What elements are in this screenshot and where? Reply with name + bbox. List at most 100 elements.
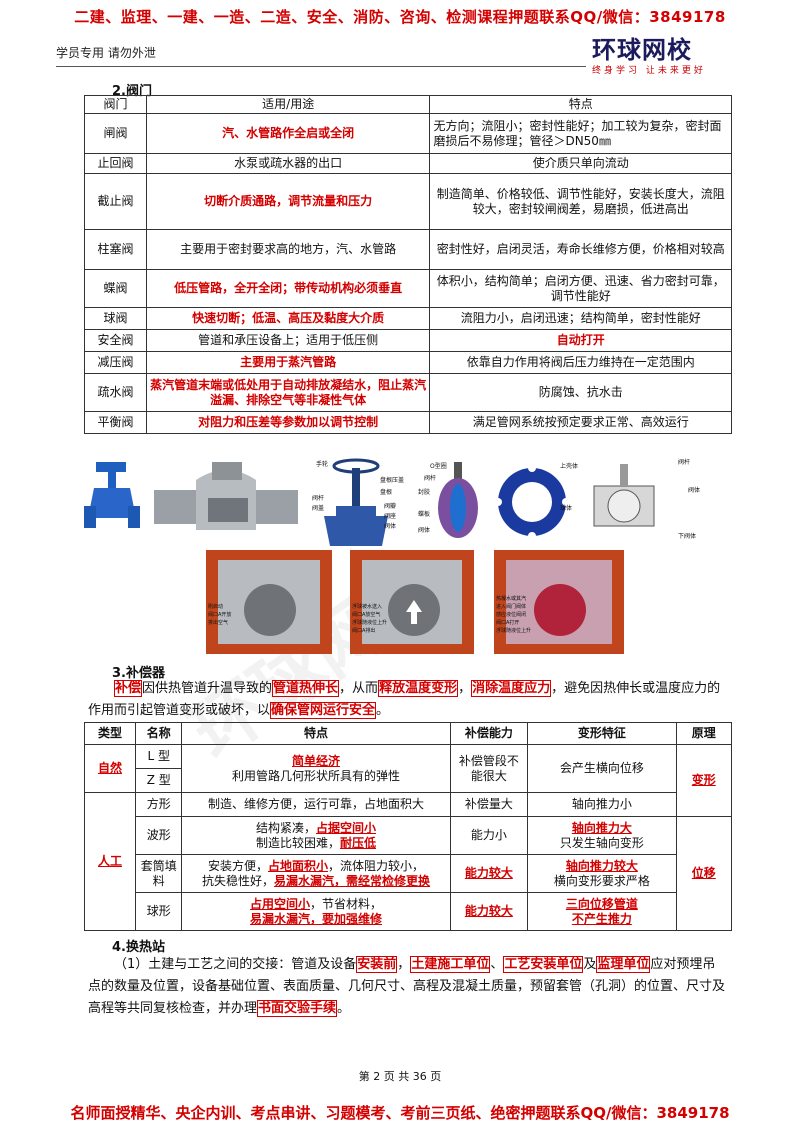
valve-name: 截止阀 bbox=[84, 173, 147, 230]
comp-name: 球形 bbox=[134, 892, 183, 931]
natural-deform: 会产生横向位移 bbox=[527, 744, 677, 793]
butterfly-label: 封胶 bbox=[418, 488, 430, 496]
valve-feature: 满足管网系统按预定要求正常、高效运行 bbox=[429, 411, 732, 434]
valve-name: 闸阀 bbox=[84, 113, 147, 154]
s4-term: 安装前 bbox=[356, 956, 398, 973]
ball-f1r: 占用空间小 bbox=[250, 896, 311, 911]
comp-name: L 型 bbox=[134, 744, 183, 769]
trap1-label: 刚启动 bbox=[208, 603, 223, 610]
sleeve-deform: 轴向推力较大横向变形要求严格 bbox=[527, 854, 677, 893]
sub-header: 学员专用 请勿外泄 bbox=[56, 46, 156, 60]
para-term: 确保管网运行安全 bbox=[270, 702, 377, 719]
valve-name: 平衡阀 bbox=[84, 411, 147, 434]
wave-deform: 轴向推力大只发生轴向变形 bbox=[527, 816, 677, 855]
wave-d2: 只发生轴向变形 bbox=[559, 835, 644, 850]
ball-valve-ring-image bbox=[494, 464, 570, 540]
trap2-label: 阀口A放空气 bbox=[352, 611, 380, 618]
check-valve-image bbox=[154, 462, 298, 530]
principle-move: 位移 bbox=[675, 816, 733, 931]
para-text: 。 bbox=[376, 703, 390, 718]
globe-valve-image: 手轮 盘根压盖 盘根 阀杆 阀盖 阀瓣 阀座 阀体 bbox=[312, 458, 404, 546]
para-term: 管道热伸长 bbox=[272, 680, 340, 697]
sleeve-d1: 轴向推力较大 bbox=[565, 858, 638, 873]
ball-f1: ，节省材料， bbox=[310, 896, 383, 911]
s4-term: 土建施工单位 bbox=[410, 956, 491, 973]
square-deform: 轴向推力小 bbox=[527, 792, 677, 817]
butterfly-label: 阀体 bbox=[418, 526, 430, 534]
wave-feature: 结构紧凑，占据空间小制造比较困难，耐压低 bbox=[181, 816, 451, 855]
s4-term: 书面交验手续 bbox=[257, 1000, 338, 1017]
sleeve-f1r: 占地面积小 bbox=[268, 858, 329, 873]
ball-label: 上壳体 bbox=[560, 462, 578, 470]
ball-deform: 三向位移管道不产生推力 bbox=[527, 892, 677, 931]
natural-feature: 简单经济利用管路几何形状所具有的弹性 bbox=[181, 744, 451, 793]
para-text: ，避免因热伸长或温度应力的作用而引起管道变形或破坏，以 bbox=[88, 681, 721, 718]
para-text: ， bbox=[458, 681, 472, 696]
trap1-label: 排出空气 bbox=[208, 619, 228, 626]
valve-feature: 自动打开 bbox=[429, 329, 732, 352]
natural-capacity: 补偿管段不能很大 bbox=[449, 744, 529, 793]
s4-term: 工艺安装单位 bbox=[503, 956, 584, 973]
para-term: 释放温度变形 bbox=[378, 680, 459, 697]
steam-trap-image-3: 热凝水或其汽 进入阀门阀体 感应液位阀闭 阀口A打开 浮球随液位上升 bbox=[494, 550, 624, 654]
type-natural: 自然 bbox=[84, 744, 136, 793]
valve-name: 安全阀 bbox=[84, 329, 147, 352]
butterfly-label: 蝶板 bbox=[418, 510, 430, 518]
trap2-label: 浮球被水送入 bbox=[352, 603, 382, 610]
valve-use: 汽、水管路作全启或全闭 bbox=[145, 113, 431, 154]
type-artificial: 人工 bbox=[84, 792, 136, 931]
globe-label: 阀座 bbox=[384, 512, 396, 520]
valve-use: 主要用于密封要求高的地方，汽、水管路 bbox=[145, 229, 431, 270]
wave-f2r: 耐压低 bbox=[340, 835, 377, 850]
principle-deform: 变形 bbox=[675, 744, 733, 817]
valve-use: 对阻力和压差等参数加以调节控制 bbox=[145, 411, 431, 434]
s4-text: ， bbox=[397, 957, 411, 972]
comp-header: 补偿能力 bbox=[449, 722, 529, 745]
section4-title: 4.换热站 bbox=[112, 940, 165, 955]
trap3-label: 阀口A打开 bbox=[496, 619, 519, 626]
wave-f1r: 占据空间小 bbox=[316, 820, 377, 835]
valve-feature: 制造简单、价格较低、调节性能好，安装长度大，流阻较大，密封较闸阀差，易磨损，低进… bbox=[429, 173, 732, 230]
section3-title: 3.补偿器 bbox=[112, 666, 165, 681]
valve-name: 疏水阀 bbox=[84, 373, 147, 412]
valve-feature: 密封性好，启闭灵活，寿命长维修方便，价格相对较高 bbox=[429, 229, 732, 270]
trap3-label: 感应液位阀闭 bbox=[496, 611, 526, 618]
trap2-label: 阀口A排出 bbox=[352, 627, 375, 634]
section3-paragraph: 补偿因供热管道升温导致的管道热伸长，从而释放温度变形，消除温度应力，避免因热伸长… bbox=[88, 678, 728, 722]
para-text: ，从而 bbox=[339, 681, 379, 696]
valve-name: 柱塞阀 bbox=[84, 229, 147, 270]
valve-feature: 流阻力小，启闭迅速；结构简单，密封性能好 bbox=[429, 307, 732, 330]
s4-text: 应对预埋吊点的数量及位置，设备基础位置、表面质量、几何尺寸、高程及混凝土质量，预… bbox=[88, 957, 726, 1016]
ball-d1: 三向位移管道 bbox=[565, 896, 638, 911]
bottom-banner: 名师面授精华、央企内训、考点串讲、习题模考、考前三页纸、绝密押题联系QQ/微信：… bbox=[70, 1104, 730, 1122]
globe-label: 手轮 bbox=[316, 460, 328, 468]
sleeve-capacity: 能力较大 bbox=[449, 854, 529, 893]
page-number: 第 2 页 共 36 页 bbox=[358, 1070, 442, 1083]
valve-use: 切断介质通路，调节流量和压力 bbox=[145, 173, 431, 230]
valve-header-use: 适用/用途 bbox=[145, 95, 431, 114]
valve-feature: 使介质只单向流动 bbox=[429, 153, 732, 174]
gate-valve-image bbox=[84, 462, 140, 528]
wave-d1: 轴向推力大 bbox=[571, 820, 632, 835]
valve-name: 减压阀 bbox=[84, 351, 147, 374]
comp-name: 波形 bbox=[134, 816, 183, 855]
sleeve-feature: 安装方便，占地面积小，流体阻力较小，抗失稳性好，易漏水漏汽，需经常检修更换 bbox=[181, 854, 451, 893]
trap2-label: 浮球随液位上升 bbox=[352, 619, 387, 626]
sleeve-f1b: ，流体阻力较小， bbox=[328, 858, 425, 873]
valve-table: 阀门 适用/用途 特点 闸阀 汽、水管路作全启或全闭 无方向；流阻小；密封性能好… bbox=[84, 95, 732, 434]
valve-use: 主要用于蒸汽管路 bbox=[145, 351, 431, 374]
section4-paragraph: （1）土建与工艺之间的交接：管道及设备安装前，土建施工单位、工艺安装单位及监理单… bbox=[88, 954, 728, 1020]
comp-header: 变形特征 bbox=[527, 722, 677, 745]
comp-name: 套筒填料 bbox=[134, 854, 183, 893]
valve-use: 蒸汽管道末端或低处用于自动排放凝结水，阻止蒸汽溢漏、排除空气等非凝性气体 bbox=[145, 373, 431, 412]
trap3-label: 浮球随液位上升 bbox=[496, 627, 531, 634]
s4-text: （1）土建与工艺之间的交接：管道及设备 bbox=[114, 957, 357, 972]
ball-d2: 不产生推力 bbox=[571, 911, 632, 926]
valve-feature: 防腐蚀、抗水击 bbox=[429, 373, 732, 412]
logo-main: 环球网校 bbox=[592, 36, 692, 64]
logo: 环球网校 终身学习 让未来更好 bbox=[592, 30, 742, 76]
comp-header: 特点 bbox=[181, 722, 451, 745]
ball-capacity: 能力较大 bbox=[449, 892, 529, 931]
valve-feature: 依靠自力作用将阀后压力维持在一定范围内 bbox=[429, 351, 732, 374]
comp-header: 类型 bbox=[84, 722, 136, 745]
